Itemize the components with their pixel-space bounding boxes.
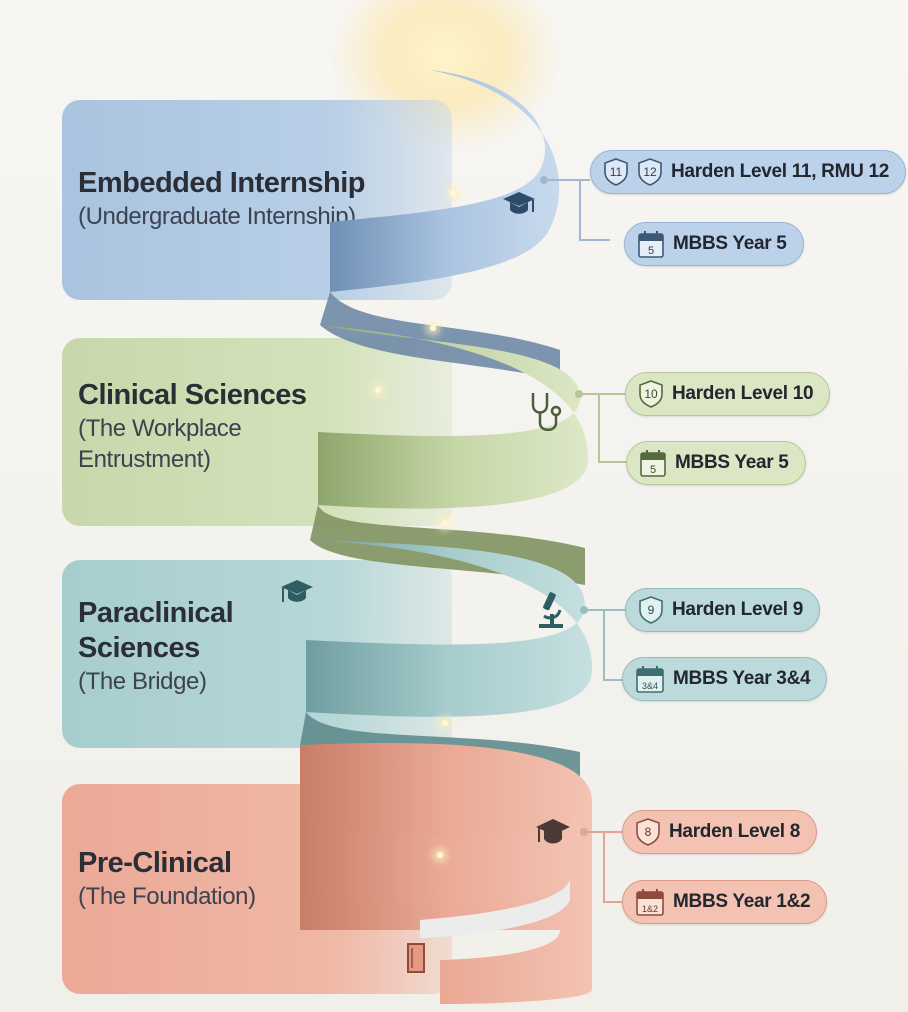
calendar-icon: 1&2 [636, 889, 664, 916]
shield-number: 11 [610, 165, 623, 179]
spiral-band-green [318, 325, 589, 509]
calendar-number: 3&4 [642, 681, 658, 691]
harden-level-label: Harden Level 11, RMU 12 [671, 161, 890, 182]
microscope-icon [539, 592, 563, 628]
sparkle [375, 387, 381, 393]
stage-subtitle: (Undergraduate Internship) [78, 203, 356, 230]
mbbs-year-label: MBBS Year 5 [675, 452, 789, 473]
harden-level-label: Harden Level 9 [672, 599, 803, 620]
shield-icon: 9 [639, 596, 663, 624]
stage-subtitle: (The Foundation) [78, 883, 256, 910]
sparkle [430, 325, 436, 331]
stage-title: Embedded Internship [78, 167, 365, 199]
shield-icon: 12 [638, 158, 662, 186]
sparkle [437, 852, 443, 858]
stage-subtitle: Entrustment) [78, 446, 211, 473]
mbbs-year-pill: 3&4 MBBS Year 3&4 [622, 657, 828, 701]
calendar-icon: 3&4 [636, 666, 664, 693]
book-icon [407, 943, 425, 973]
calendar-icon: 5 [638, 231, 664, 258]
stethoscope-icon [531, 393, 562, 431]
harden-level-label: Harden Level 8 [669, 821, 800, 842]
stage-title: Clinical Sciences [78, 379, 307, 411]
harden-level-pill: 8 Harden Level 8 [622, 810, 817, 854]
shield-number: 8 [645, 825, 652, 839]
stage-subtitle: (The Workplace [78, 415, 242, 442]
harden-level-pill: 11 12 Harden Level 11, RMU 12 [590, 150, 907, 194]
mbbs-year-label: MBBS Year 3&4 [673, 668, 811, 689]
sparkle [442, 720, 448, 726]
shield-number: 10 [644, 387, 658, 401]
harden-level-pill: 9 Harden Level 9 [625, 588, 820, 632]
mbbs-year-pill: 5 MBBS Year 5 [624, 222, 804, 266]
shield-number: 9 [648, 603, 655, 617]
sparkle [442, 520, 448, 526]
spiral-band-coral-inner [420, 880, 570, 938]
spiral-band-teal [306, 540, 593, 717]
shield-icon: 10 [639, 380, 663, 408]
calendar-icon: 5 [640, 450, 666, 477]
mbbs-year-label: MBBS Year 1&2 [673, 891, 811, 912]
shield-icon: 8 [636, 818, 660, 846]
harden-level-label: Harden Level 10 [672, 383, 814, 404]
calendar-number: 5 [648, 245, 654, 257]
shield-icon: 11 [604, 158, 628, 186]
mbbs-year-label: MBBS Year 5 [673, 233, 787, 254]
stage-title: Pre-Clinical [78, 847, 232, 879]
spiral-band-coral-front [300, 812, 580, 904]
graduation-cap-icon [503, 192, 535, 214]
connector-blue [540, 176, 610, 241]
shield-number: 12 [643, 165, 657, 179]
spiral-band-blue [330, 70, 560, 292]
graduation-cap-icon [281, 580, 313, 602]
calendar-number: 5 [650, 464, 656, 476]
harden-level-pill: 10 Harden Level 10 [625, 372, 831, 416]
mbbs-year-pill: 1&2 MBBS Year 1&2 [622, 880, 828, 924]
connector-green [575, 390, 635, 463]
stage-title: Paraclinical [78, 597, 234, 629]
stage-title: Sciences [78, 632, 200, 664]
mbbs-year-pill: 5 MBBS Year 5 [626, 441, 806, 485]
graduation-cap-icon [536, 819, 570, 844]
sparkle [450, 190, 456, 196]
stage-subtitle: (The Bridge) [78, 668, 207, 695]
calendar-number: 1&2 [642, 904, 658, 914]
